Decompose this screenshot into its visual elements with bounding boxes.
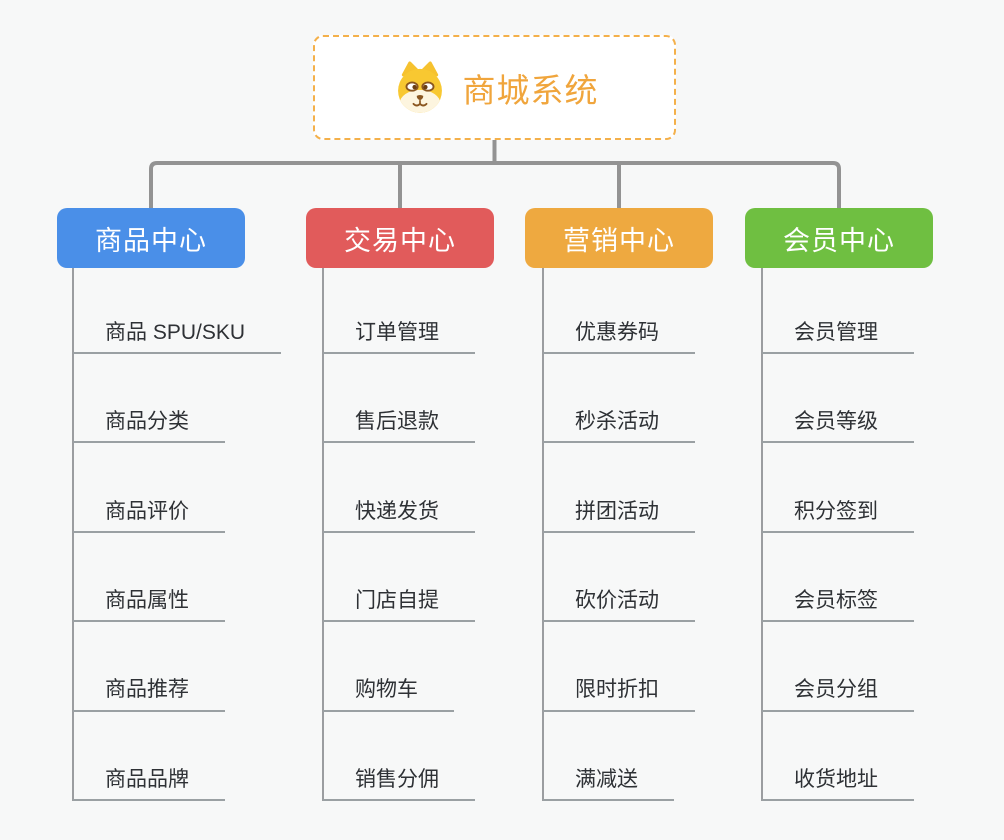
branch-line-trade: [322, 268, 324, 801]
leaf-node[interactable]: 售后退款: [323, 409, 475, 444]
leaf-node[interactable]: 订单管理: [323, 320, 475, 354]
branch-items-column-member: 会员管理 会员等级 积分签到 会员标签 会员分组 收货地址: [762, 268, 914, 801]
leaf-node[interactable]: 快递发货: [323, 499, 475, 533]
leaf-node[interactable]: 商品评价: [73, 499, 225, 533]
leaf-node[interactable]: 会员分组: [762, 677, 914, 712]
branch-line-product: [72, 268, 74, 801]
leaf-node[interactable]: 优惠券码: [543, 320, 695, 354]
root-node[interactable]: 商城系统: [313, 35, 676, 140]
leaf-node[interactable]: 商品属性: [73, 588, 225, 623]
leaf-node[interactable]: 拼团活动: [543, 499, 695, 533]
leaf-node[interactable]: 会员等级: [762, 409, 914, 444]
leaf-node[interactable]: 商品品牌: [73, 767, 225, 801]
branch-items-column-product: 商品 SPU/SKU 商品分类 商品评价 商品属性 商品推荐 商品品牌: [73, 268, 282, 801]
leaf-node[interactable]: 购物车: [323, 677, 454, 712]
leaf-node[interactable]: 积分签到: [762, 499, 914, 533]
leaf-node[interactable]: 商品推荐: [73, 677, 225, 712]
branch-items-column-trade: 订单管理 售后退款 快递发货 门店自提 购物车 销售分佣: [323, 268, 475, 801]
bus-line: [149, 161, 841, 208]
branch-node-product-center[interactable]: 商品中心: [57, 208, 245, 268]
leaf-node[interactable]: 限时折扣: [543, 677, 695, 712]
leaf-node[interactable]: 会员管理: [762, 320, 914, 354]
dog-face-icon: [397, 60, 442, 113]
root-title: 商城系统: [462, 71, 599, 109]
branch-node-trade-center[interactable]: 交易中心: [306, 208, 494, 268]
branch-items-column-marketing: 优惠券码 秒杀活动 拼团活动 砍价活动 限时折扣 满减送: [543, 268, 695, 801]
leaf-node[interactable]: 收货地址: [762, 767, 914, 801]
leaf-node[interactable]: 商品分类: [73, 409, 225, 444]
leaf-node[interactable]: 销售分佣: [323, 767, 475, 801]
branch-node-member-center[interactable]: 会员中心: [745, 208, 933, 268]
leaf-node[interactable]: 秒杀活动: [543, 409, 695, 444]
leaf-node[interactable]: 满减送: [543, 767, 674, 801]
branch-node-marketing-center[interactable]: 营销中心: [525, 208, 713, 268]
branch-line-marketing: [542, 268, 544, 801]
leaf-node[interactable]: 砍价活动: [543, 588, 695, 623]
leaf-node[interactable]: 会员标签: [762, 588, 914, 623]
leaf-node[interactable]: 门店自提: [323, 588, 475, 623]
branch-line-member: [761, 268, 763, 801]
leaf-node[interactable]: 商品 SPU/SKU: [73, 320, 282, 354]
